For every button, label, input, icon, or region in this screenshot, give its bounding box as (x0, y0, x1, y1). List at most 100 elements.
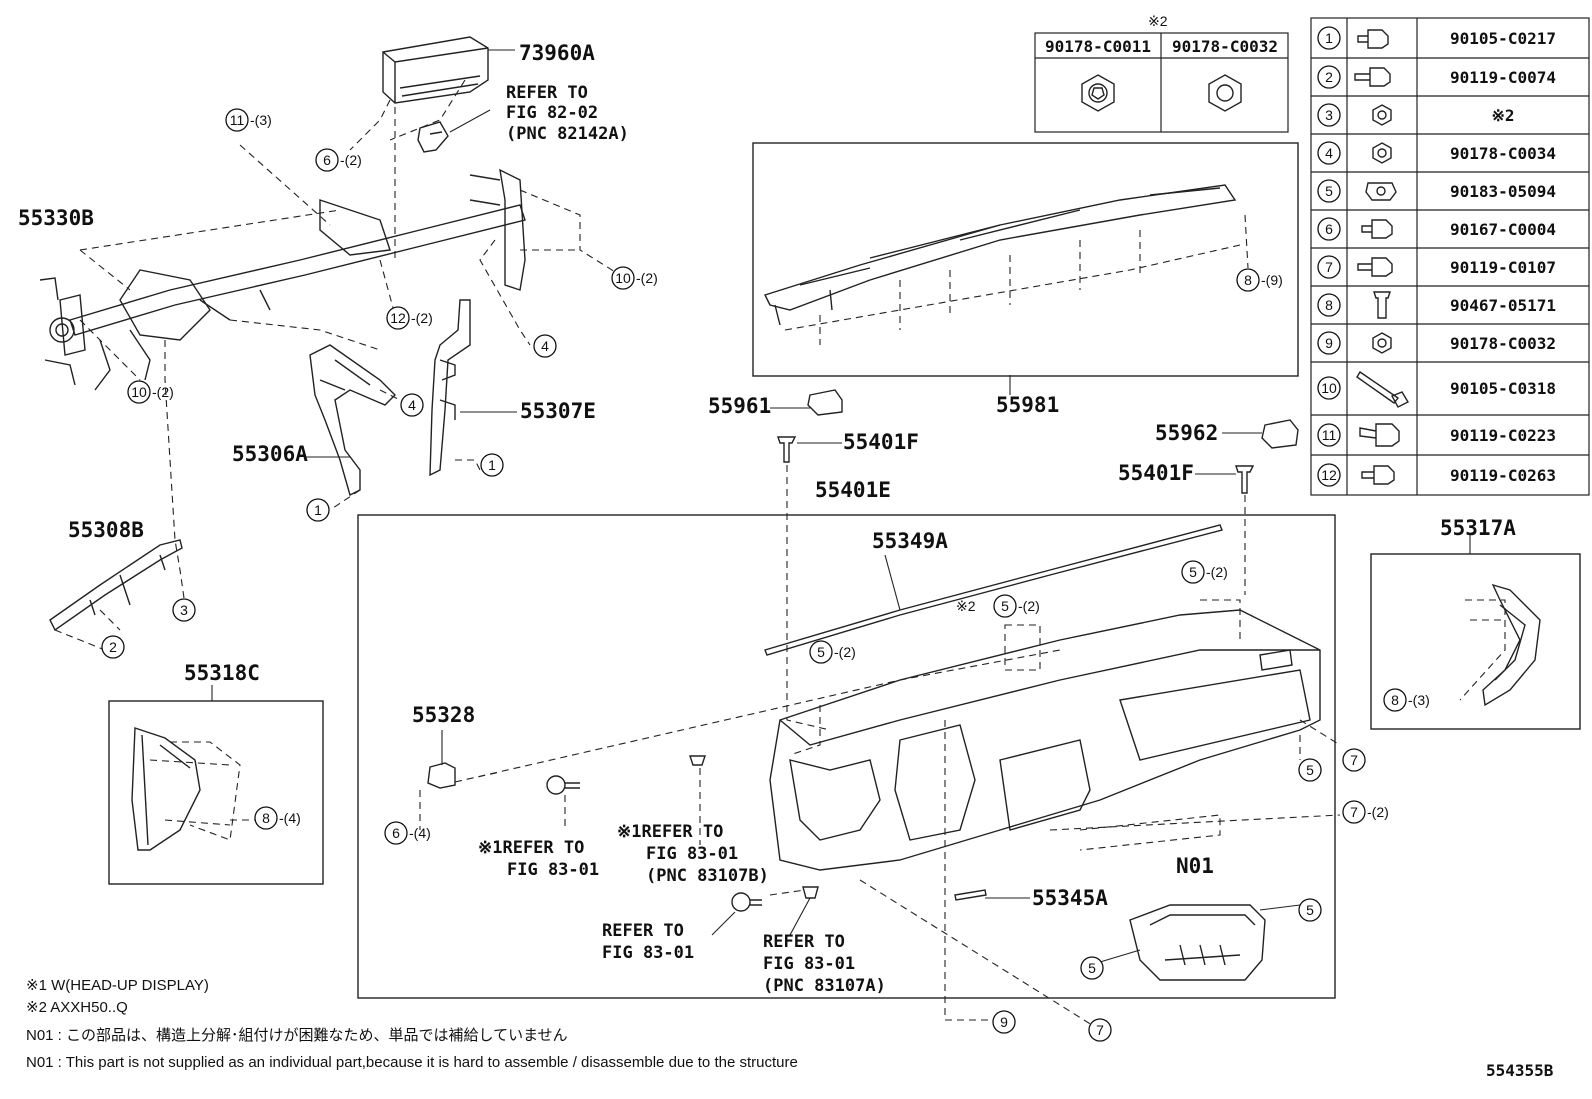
callout-number: 12 (390, 310, 406, 326)
fastener-number: 10 (1321, 380, 1337, 396)
callout-qty: -(2) (1206, 564, 1228, 580)
callout-qty: -(2) (834, 644, 856, 660)
fastener-table (1310, 17, 1590, 496)
callout-number: 7 (1350, 752, 1358, 768)
label-refer-82-line3: (PNC 82142A) (506, 124, 629, 144)
callout-7-b: 7-(2) (1342, 800, 1389, 824)
fastener-row: 10 90105-C0318 (1317, 371, 1556, 408)
fastener-number: 7 (1325, 259, 1333, 275)
bolt-icon (1357, 29, 1389, 49)
fastener-part-number: 90178-C0032 (1450, 334, 1556, 353)
panel-55317A (1482, 583, 1541, 707)
callout-qty: -(3) (1408, 692, 1430, 708)
callout-8-b: 8-(9) (1236, 268, 1283, 292)
label-ref1-a-line2: FIG 83-01 (507, 860, 599, 880)
callout-qty: -(2) (411, 310, 433, 326)
nut-table-header-1: 90178-C0011 (1045, 37, 1151, 56)
nut-table-header-2: 90178-C0032 (1172, 37, 1278, 56)
callout-number: 8 (262, 810, 270, 826)
label-mark2-top: ※2 (1148, 13, 1168, 29)
fastener-number: 1 (1325, 30, 1333, 46)
fastener-row: 4 90178-C0034 (1317, 141, 1556, 165)
callout-10-a: 10 -(2) (611, 266, 658, 290)
label-ref-c-line1: REFER TO (602, 921, 684, 941)
clip-55401F-b (1235, 465, 1255, 494)
nut-icon (1372, 332, 1392, 354)
fastener-part-number: 90119-C0263 (1450, 466, 1556, 485)
nut-icon (1372, 104, 1392, 126)
label-ref1-b-line2: FIG 83-01 (646, 844, 738, 864)
label-55306A: 55306A (232, 442, 308, 466)
callout-number: 5 (1306, 762, 1314, 778)
diagram-id-label: 554355B (1486, 1061, 1554, 1080)
reinforcement-55330B (39, 168, 526, 391)
dashed-guide-lines (54, 79, 1506, 1031)
brace-55307E (429, 299, 471, 477)
label-55401F-b: 55401F (1118, 461, 1194, 485)
nut-table: 90178-C0011 90178-C0032 (1034, 32, 1289, 133)
callout-number: 5 (817, 644, 825, 660)
label-55349A: 55349A (872, 529, 948, 553)
label-mark2-dash: ※2 (956, 598, 976, 614)
note-2: ※2 AXXH50..Q (26, 999, 128, 1016)
brace-55306A (309, 344, 396, 497)
callout-number: 5 (1088, 960, 1096, 976)
label-55345A: 55345A (1032, 886, 1108, 910)
callout-number: 11 (230, 112, 245, 128)
callout-8-a: 8-(4) (254, 806, 301, 830)
note-4: N01 : This part is not supplied as an in… (26, 1054, 798, 1071)
label-refer-82-line1: REFER TO (506, 83, 588, 103)
callout-6-b: 6-(4) (384, 821, 431, 845)
callout-number: 4 (541, 338, 549, 354)
callout-6-a: 6-(2) (315, 148, 362, 172)
label-55981: 55981 (996, 393, 1059, 417)
bracket-82142A (417, 121, 449, 153)
fastener-row: 1 90105-C0217 (1317, 26, 1556, 50)
callout-10-b: 10-(2) (127, 380, 174, 404)
airbag-module-73960A (382, 36, 489, 104)
fastener-number: 9 (1325, 335, 1333, 351)
callout-qty: -(2) (1367, 804, 1389, 820)
callout-5-d: 5 (1298, 758, 1322, 782)
garnish-strip-55349A (764, 524, 1223, 656)
fastener-part-number: 90119-C0074 (1450, 68, 1556, 87)
callout-qty: -(4) (409, 825, 431, 841)
callout-qty: -(2) (636, 270, 658, 286)
bolt-fig-83-01-b (689, 755, 706, 766)
fastener-row: 7 90119-C0107 (1317, 255, 1556, 279)
fastener-number: 11 (1322, 427, 1337, 443)
fastener-part-number: 90178-C0034 (1450, 144, 1556, 163)
label-ref-d-line2: FIG 83-01 (763, 954, 855, 974)
callout-number: 10 (615, 270, 631, 286)
label-ref-d-line3: (PNC 83107A) (763, 976, 886, 996)
callout-number: 1 (314, 502, 322, 518)
callout-3: 3 (172, 598, 196, 622)
fastener-number: 2 (1325, 69, 1333, 85)
note-1: ※1 W(HEAD-UP DISPLAY) (26, 977, 209, 994)
box-55401E (357, 514, 1336, 999)
fastener-row: 9 90178-C0032 (1317, 331, 1556, 355)
callout-5-c: 5 -(2) (809, 640, 856, 664)
push-clip-icon (1373, 291, 1391, 319)
label-N01: N01 (1176, 854, 1214, 878)
bolt-fig-83-01-c (731, 892, 762, 912)
callout-number: 5 (1306, 902, 1314, 918)
label-55318C: 55318C (184, 661, 260, 685)
callout-number: 6 (323, 152, 331, 168)
box-55317A (1370, 553, 1581, 730)
label-ref1-a-line1: ※1REFER TO (478, 838, 584, 858)
bolt-icon (1359, 423, 1400, 447)
fastener-part-number: ※2 (1491, 106, 1514, 125)
label-55401F-a: 55401F (843, 430, 919, 454)
fastener-number: 12 (1321, 467, 1337, 483)
callout-12: 12 -(2) (386, 306, 433, 330)
label-73960A: 73960A (519, 41, 595, 65)
callout-number: 3 (180, 602, 188, 618)
label-55962: 55962 (1155, 421, 1218, 445)
callout-7-c: 7 (1088, 1018, 1112, 1042)
fastener-number: 5 (1325, 183, 1333, 199)
fastener-part-number: 90167-C0004 (1450, 220, 1556, 239)
callout-1-a: 1 (480, 453, 504, 477)
